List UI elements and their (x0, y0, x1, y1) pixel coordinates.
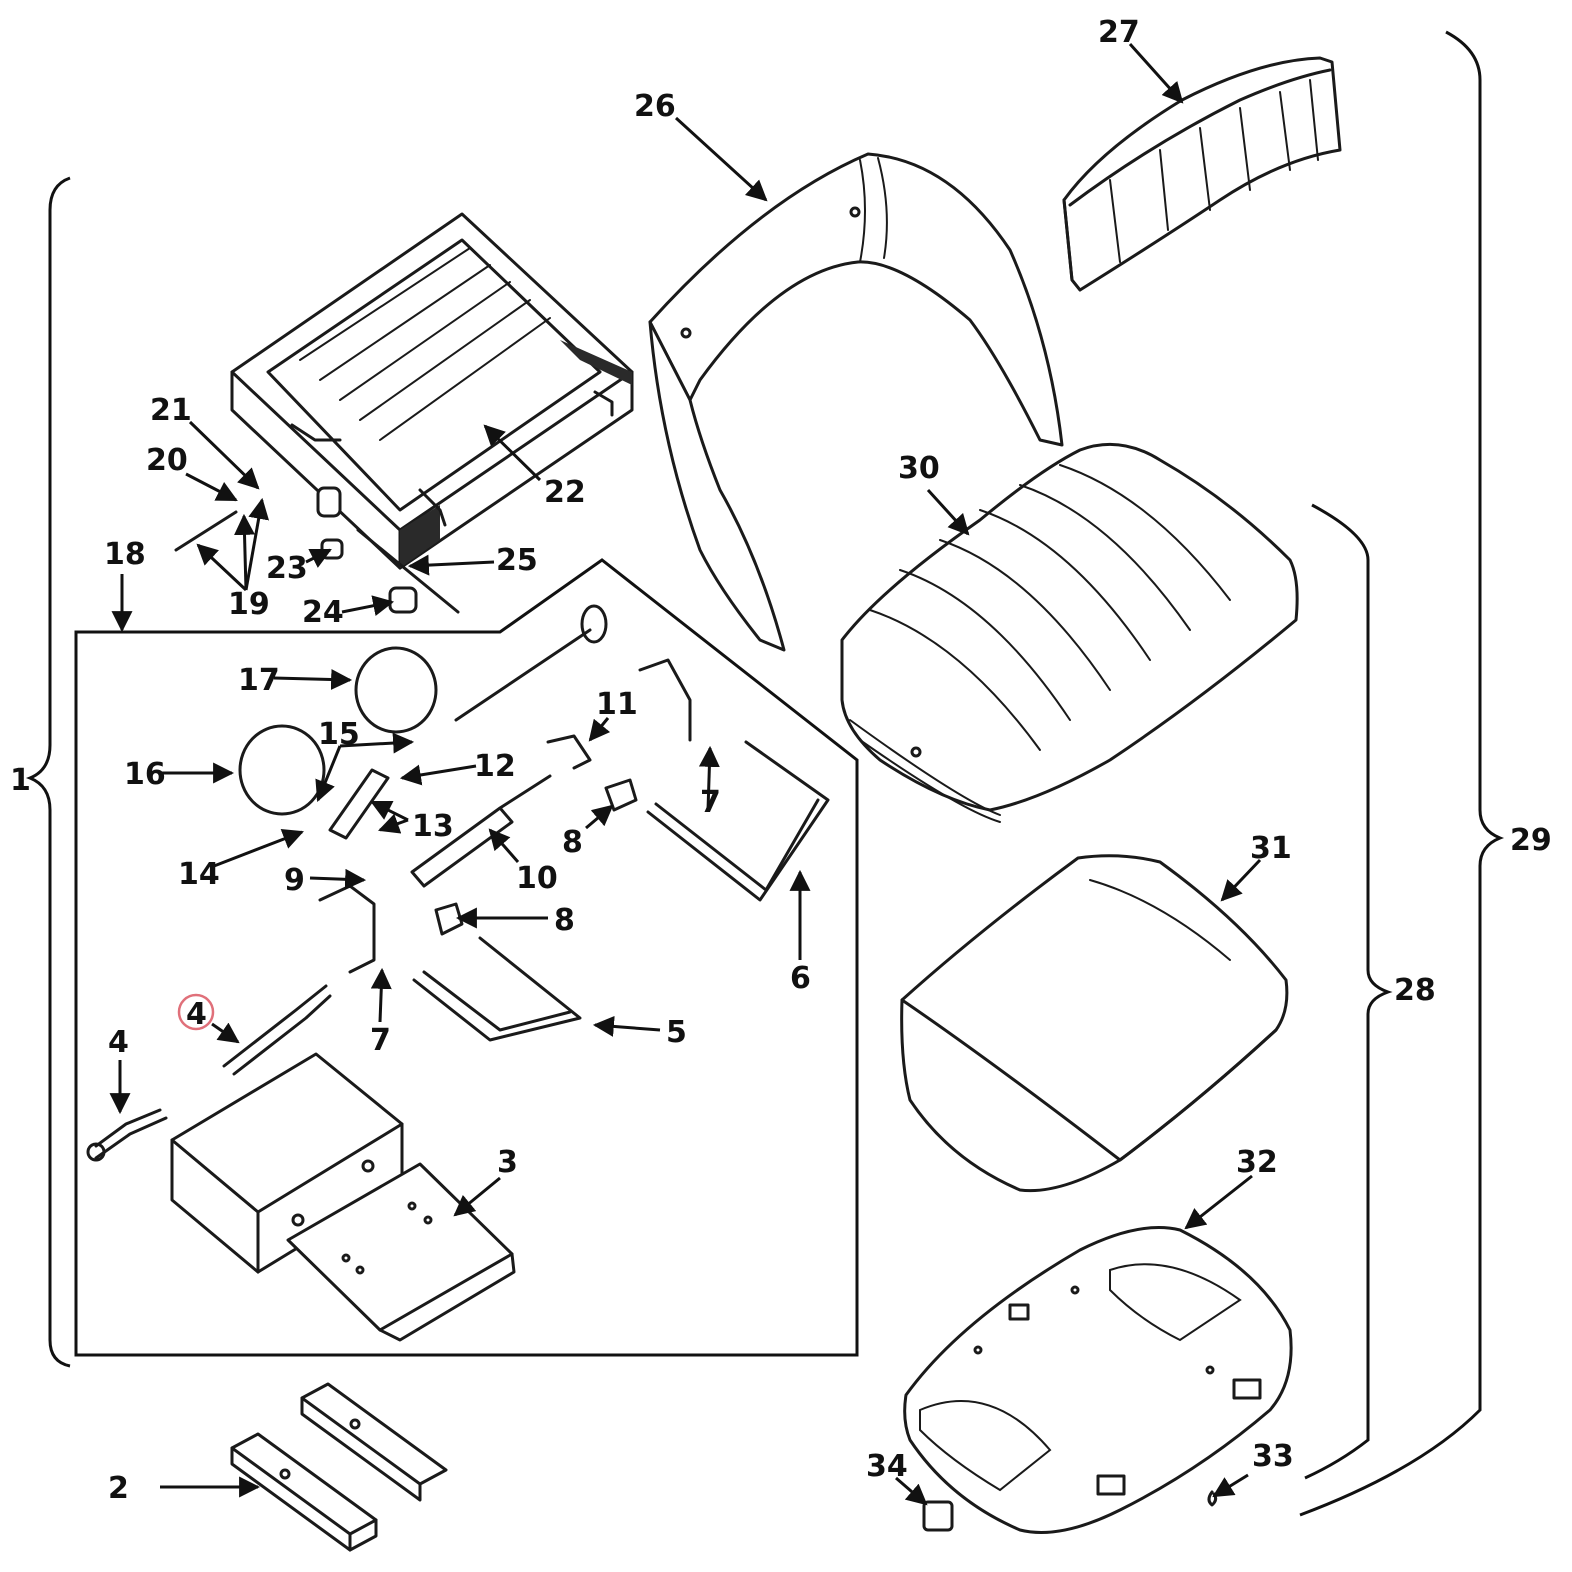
highlight-ring-4 (177, 993, 215, 1031)
callout-19: 19 (228, 587, 270, 622)
callout-9: 9 (284, 863, 305, 898)
clip-11 (546, 734, 592, 770)
callout-8-upper: 8 (562, 825, 583, 860)
seat-back-shell-26 (648, 152, 1064, 652)
bracket-1 (25, 176, 71, 1368)
callout-4-highlighted: 4 (186, 997, 207, 1032)
washer-18-top (580, 604, 608, 644)
callout-3: 3 (497, 1145, 518, 1180)
callout-10: 10 (516, 861, 558, 896)
lever-13 (328, 768, 390, 840)
callout-34: 34 (866, 1449, 908, 1484)
callout-13: 13 (412, 809, 454, 844)
callout-24: 24 (302, 595, 344, 630)
callout-20: 20 (146, 443, 188, 478)
bracket-28 (1304, 503, 1393, 1480)
callout-12: 12 (474, 749, 516, 784)
link-4-eye (86, 1142, 106, 1162)
link-4 (94, 1108, 168, 1160)
callout-16: 16 (124, 757, 166, 792)
callout-14: 14 (178, 857, 220, 892)
cushion-pad-31 (900, 854, 1289, 1193)
back-cushion-27 (1062, 56, 1342, 292)
bracket-29 (1299, 30, 1505, 1517)
callout-26: 26 (634, 89, 676, 124)
hub-17 (354, 646, 438, 734)
seat-pan-32 (903, 1226, 1293, 1534)
callout-23: 23 (266, 551, 308, 586)
callout-labels: 1 2 3 4 4 5 6 7 7 8 8 9 10 11 12 13 14 1… (10, 15, 1552, 1506)
bushing-23 (320, 538, 344, 560)
bracket-7-upper (638, 658, 692, 742)
clamp-8-upper (604, 778, 638, 812)
callout-21: 21 (150, 393, 192, 428)
callout-2: 2 (108, 1471, 129, 1506)
base-pan-3 (170, 1052, 516, 1342)
rails-2 (230, 1382, 448, 1552)
callout-18: 18 (104, 537, 146, 572)
rod-assembly-5-b (422, 970, 572, 1032)
bumper-34 (922, 1500, 954, 1532)
callout-7-lower: 7 (370, 1023, 391, 1058)
seat-cushion-30 (840, 442, 1299, 823)
callout-17: 17 (238, 663, 280, 698)
rod-assembly-5 (412, 936, 582, 1042)
callout-15: 15 (318, 717, 360, 752)
callout-33: 33 (1252, 1439, 1294, 1474)
callout-28: 28 (1394, 973, 1436, 1008)
callout-30: 30 (898, 451, 940, 486)
rod-18-top (454, 628, 592, 722)
callout-22: 22 (544, 475, 586, 510)
bracket-9 (318, 884, 376, 974)
callout-25: 25 (496, 543, 538, 578)
callout-1: 1 (10, 763, 31, 798)
seat-frame-22 (230, 212, 634, 570)
callout-32: 32 (1236, 1145, 1278, 1180)
callout-29: 29 (1510, 823, 1552, 858)
rod-assembly-6-b (654, 798, 820, 892)
leader-lines (109, 42, 1262, 1506)
callout-31: 31 (1250, 831, 1292, 866)
callout-6: 6 (790, 961, 811, 996)
hub-16 (238, 724, 326, 816)
rod-assembly-6 (646, 740, 830, 902)
callout-4: 4 (108, 1025, 129, 1060)
callout-8-lower: 8 (554, 903, 575, 938)
spring-4 (222, 984, 332, 1076)
clip-33 (1207, 1490, 1218, 1507)
cylinder-10 (410, 774, 552, 888)
callout-27: 27 (1098, 15, 1140, 50)
callout-5: 5 (666, 1015, 687, 1050)
bolt-19 (174, 510, 238, 552)
callout-7-upper: 7 (700, 785, 721, 820)
bushing-24 (388, 586, 418, 614)
callout-11: 11 (596, 687, 638, 722)
group-18-outline (74, 558, 859, 1357)
